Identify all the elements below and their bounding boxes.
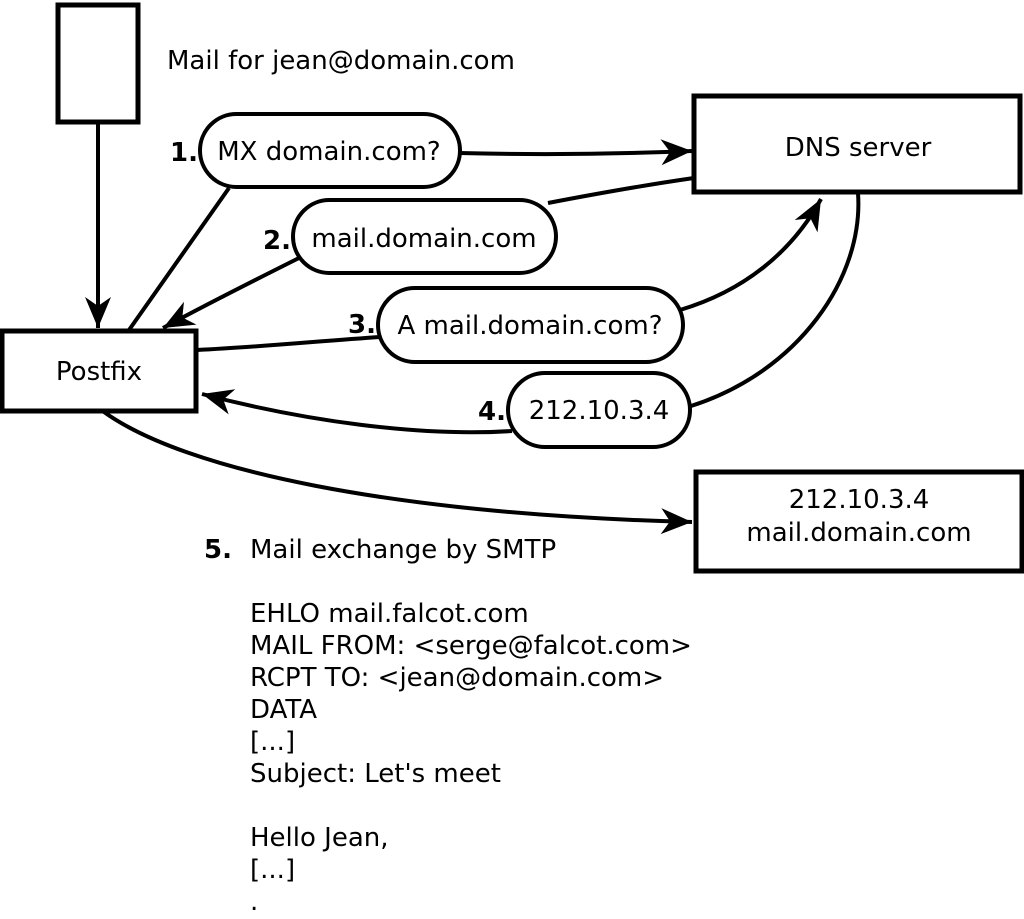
mail-message-box [55, 2, 141, 125]
dns-server-label: DNS server [785, 133, 932, 163]
step-4-number: 4. [478, 397, 506, 427]
arrow-ip-response-to-postfix [201, 389, 513, 435]
dns-server-box [691, 93, 1023, 195]
smtp-session-line: . [250, 887, 258, 917]
smtp-session-line: RCPT TO: <jean@domain.com> [250, 663, 664, 693]
smtp-session-line: MAIL FROM: <serge@falcot.com> [250, 631, 692, 661]
postfix-box [0, 328, 199, 414]
smtp-session-line: EHLO mail.falcot.com [250, 599, 529, 629]
smtp-session-line: [...] [250, 727, 295, 757]
mail-server-box [693, 469, 1024, 574]
query-mx-label: MX domain.com? [217, 137, 440, 167]
arrow-mail-response-to-postfix [162, 255, 302, 330]
step-5-label: Mail exchange by SMTP [250, 535, 556, 565]
smtp-session-line: Hello Jean, [250, 823, 389, 853]
arrow-a-query-to-dns [679, 198, 823, 312]
response-mail-pill [291, 198, 558, 275]
postfix-label: Postfix [56, 357, 142, 387]
query-mx-pill [198, 112, 462, 189]
response-mail-label: mail.domain.com [311, 224, 536, 254]
step-5-number: 5. [204, 535, 232, 565]
line-dns-to-mail-response [547, 176, 695, 205]
query-a-pill [376, 286, 685, 364]
response-ip-label: 212.10.3.4 [529, 396, 670, 426]
arrow-mx-query-to-dns [458, 139, 693, 166]
smtp-session: EHLO mail.falcot.com MAIL FROM: <serge@f… [250, 599, 692, 917]
step-2-number: 2. [263, 226, 291, 256]
mail-server-ip: 212.10.3.4 [789, 485, 930, 515]
step-3-number: 3. [348, 310, 376, 340]
arrow-postfix-to-mail-server [102, 410, 693, 535]
step-1-number: 1. [170, 138, 198, 168]
query-a-label: A mail.domain.com? [398, 311, 663, 341]
mail-note: Mail for jean@domain.com [167, 46, 515, 76]
response-ip-pill [506, 371, 692, 449]
smtp-session-line: DATA [250, 695, 317, 725]
smtp-session-line: Subject: Let's meet [250, 759, 501, 789]
line-dns-to-ip-response [690, 192, 861, 408]
line-postfix-to-mx-query [127, 186, 231, 332]
smtp-session-line: [...] [250, 855, 295, 885]
line-postfix-to-a-query [196, 335, 381, 352]
mail-server-hostname: mail.domain.com [746, 518, 971, 548]
